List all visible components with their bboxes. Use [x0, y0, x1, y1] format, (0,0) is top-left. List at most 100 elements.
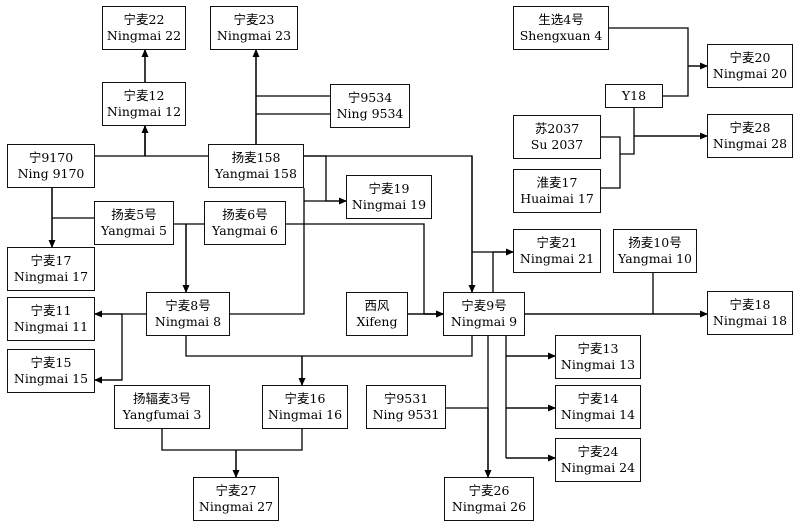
- node-yangfumai3-en: Yangfumai 3: [122, 407, 202, 422]
- node-yangmai5-zh: 扬麦5号: [111, 207, 157, 222]
- node-ningmai11: 宁麦11 Ningmai 11: [7, 297, 95, 341]
- node-ning9534: 宁9534 Ning 9534: [330, 84, 410, 128]
- node-ningmai8: 宁麦8号 Ningmai 8: [146, 292, 230, 336]
- node-ningmai12: 宁麦12 Ningmai 12: [102, 82, 186, 126]
- node-ningmai15-zh: 宁麦15: [30, 355, 72, 370]
- node-ningmai17: 宁麦17 Ningmai 17: [7, 247, 95, 291]
- node-ningmai26-en: Ningmai 26: [451, 499, 527, 514]
- node-ningmai18-en: Ningmai 18: [712, 313, 788, 328]
- node-ningmai14: 宁麦14 Ningmai 14: [555, 385, 641, 429]
- node-y18-zh: Y18: [621, 88, 647, 103]
- node-ningmai20: 宁麦20 Ningmai 20: [707, 44, 793, 88]
- node-huaimai17: 淮麦17 Huaimai 17: [513, 169, 601, 213]
- node-xifeng: 西风 Xifeng: [346, 292, 408, 336]
- node-ningmai11-en: Ningmai 11: [13, 319, 89, 334]
- node-ningmai21-zh: 宁麦21: [536, 235, 578, 250]
- node-ningmai18-zh: 宁麦18: [729, 297, 771, 312]
- node-shengxuan4: 生选4号 Shengxuan 4: [513, 6, 609, 50]
- node-ningmai28: 宁麦28 Ningmai 28: [707, 114, 793, 158]
- node-ning9531-en: Ning 9531: [372, 407, 440, 422]
- node-yangmai6: 扬麦6号 Yangmai 6: [204, 201, 286, 245]
- node-shengxuan4-zh: 生选4号: [538, 12, 584, 27]
- connector-line-21: [230, 188, 305, 315]
- connector-line-7: [609, 27, 689, 97]
- node-ningmai22: 宁麦22 Ningmai 22: [102, 6, 186, 50]
- node-ningmai12-zh: 宁麦12: [123, 88, 165, 103]
- node-ning9170: 宁9170 Ning 9170: [7, 144, 95, 188]
- node-ningmai18: 宁麦18 Ningmai 18: [707, 291, 793, 335]
- connector-line-36: [161, 429, 303, 451]
- node-ning9170-en: Ning 9170: [17, 166, 85, 181]
- node-ningmai22-zh: 宁麦22: [123, 12, 165, 27]
- node-yangmai158: 扬麦158 Yangmai 158: [208, 144, 304, 188]
- node-ningmai13-zh: 宁麦13: [577, 341, 619, 356]
- node-su2037-zh: 苏2037: [534, 121, 580, 136]
- node-shengxuan4-en: Shengxuan 4: [519, 28, 603, 43]
- node-ningmai20-zh: 宁麦20: [729, 50, 771, 65]
- connector-line-9: [601, 136, 621, 189]
- connector-line-28: [185, 336, 473, 357]
- node-ningmai12-en: Ningmai 12: [106, 104, 182, 119]
- node-yangmai158-zh: 扬麦158: [231, 150, 281, 165]
- node-ningmai28-zh: 宁麦28: [729, 120, 771, 135]
- node-ningmai13: 宁麦13 Ningmai 13: [555, 335, 641, 379]
- node-ning9531-zh: 宁9531: [383, 391, 429, 406]
- connector-line-10: [620, 96, 635, 155]
- node-ningmai16-en: Ningmai 16: [267, 407, 343, 422]
- connector-line-22: [95, 313, 146, 381]
- node-ning9534-en: Ning 9534: [336, 106, 404, 121]
- node-yangfumai3-zh: 扬辐麦3号: [133, 391, 191, 406]
- node-ningmai23-en: Ningmai 23: [216, 28, 292, 43]
- node-yangmai158-en: Yangmai 158: [215, 166, 297, 181]
- node-yangmai5: 扬麦5号 Yangmai 5: [94, 201, 174, 245]
- node-xifeng-en: Xifeng: [356, 314, 398, 329]
- node-ning9531: 宁9531 Ning 9531: [366, 385, 446, 429]
- node-ningmai16-zh: 宁麦16: [284, 391, 326, 406]
- node-ningmai19: 宁麦19 Ningmai 19: [346, 175, 432, 219]
- node-yangmai5-en: Yangmai 5: [100, 223, 167, 238]
- node-yangmai10: 扬麦10号 Yangmai 10: [613, 229, 697, 273]
- node-ningmai15: 宁麦15 Ningmai 15: [7, 349, 95, 393]
- node-ningmai28-en: Ningmai 28: [712, 136, 788, 151]
- node-su2037: 苏2037 Su 2037: [513, 115, 601, 159]
- node-ningmai19-en: Ningmai 19: [351, 197, 427, 212]
- node-yangmai6-zh: 扬麦6号: [222, 207, 268, 222]
- node-ningmai24-zh: 宁麦24: [577, 444, 619, 459]
- node-ningmai23-zh: 宁麦23: [233, 12, 275, 27]
- node-ningmai9: 宁麦9号 Ningmai 9: [443, 292, 525, 336]
- node-ningmai23: 宁麦23 Ningmai 23: [210, 6, 298, 50]
- node-ningmai24: 宁麦24 Ningmai 24: [555, 438, 641, 482]
- node-ningmai21-en: Ningmai 21: [519, 251, 595, 266]
- node-ningmai27: 宁麦27 Ningmai 27: [193, 477, 279, 521]
- node-ningmai13-en: Ningmai 13: [560, 357, 636, 372]
- node-xifeng-zh: 西风: [364, 298, 390, 313]
- node-ningmai26: 宁麦26 Ningmai 26: [444, 477, 534, 521]
- node-su2037-en: Su 2037: [530, 137, 584, 152]
- node-ningmai27-zh: 宁麦27: [215, 483, 257, 498]
- node-ningmai8-en: Ningmai 8: [154, 314, 222, 329]
- node-yangmai6-en: Yangmai 6: [211, 223, 278, 238]
- node-ningmai27-en: Ningmai 27: [198, 499, 274, 514]
- node-ningmai26-zh: 宁麦26: [468, 483, 510, 498]
- node-ningmai9-zh: 宁麦9号: [461, 298, 507, 313]
- node-yangmai10-zh: 扬麦10号: [628, 235, 682, 250]
- node-y18: Y18: [605, 84, 663, 108]
- node-ning9170-zh: 宁9170: [28, 150, 74, 165]
- node-yangfumai3: 扬辐麦3号 Yangfumai 3: [114, 385, 210, 429]
- node-ningmai20-en: Ningmai 20: [712, 66, 788, 81]
- node-ningmai14-en: Ningmai 14: [560, 407, 636, 422]
- node-ningmai17-en: Ningmai 17: [13, 269, 89, 284]
- node-ningmai15-en: Ningmai 15: [13, 371, 89, 386]
- node-ningmai19-zh: 宁麦19: [368, 181, 410, 196]
- node-ningmai24-en: Ningmai 24: [560, 460, 636, 475]
- node-ningmai16: 宁麦16 Ningmai 16: [262, 385, 348, 429]
- node-ningmai22-en: Ningmai 22: [106, 28, 182, 43]
- node-ningmai8-zh: 宁麦8号: [165, 298, 211, 313]
- node-ningmai21: 宁麦21 Ningmai 21: [513, 229, 601, 273]
- node-huaimai17-zh: 淮麦17: [536, 175, 578, 190]
- connector-line-14: [304, 155, 346, 202]
- node-ningmai17-zh: 宁麦17: [30, 253, 72, 268]
- node-ningmai11-zh: 宁麦11: [30, 303, 72, 318]
